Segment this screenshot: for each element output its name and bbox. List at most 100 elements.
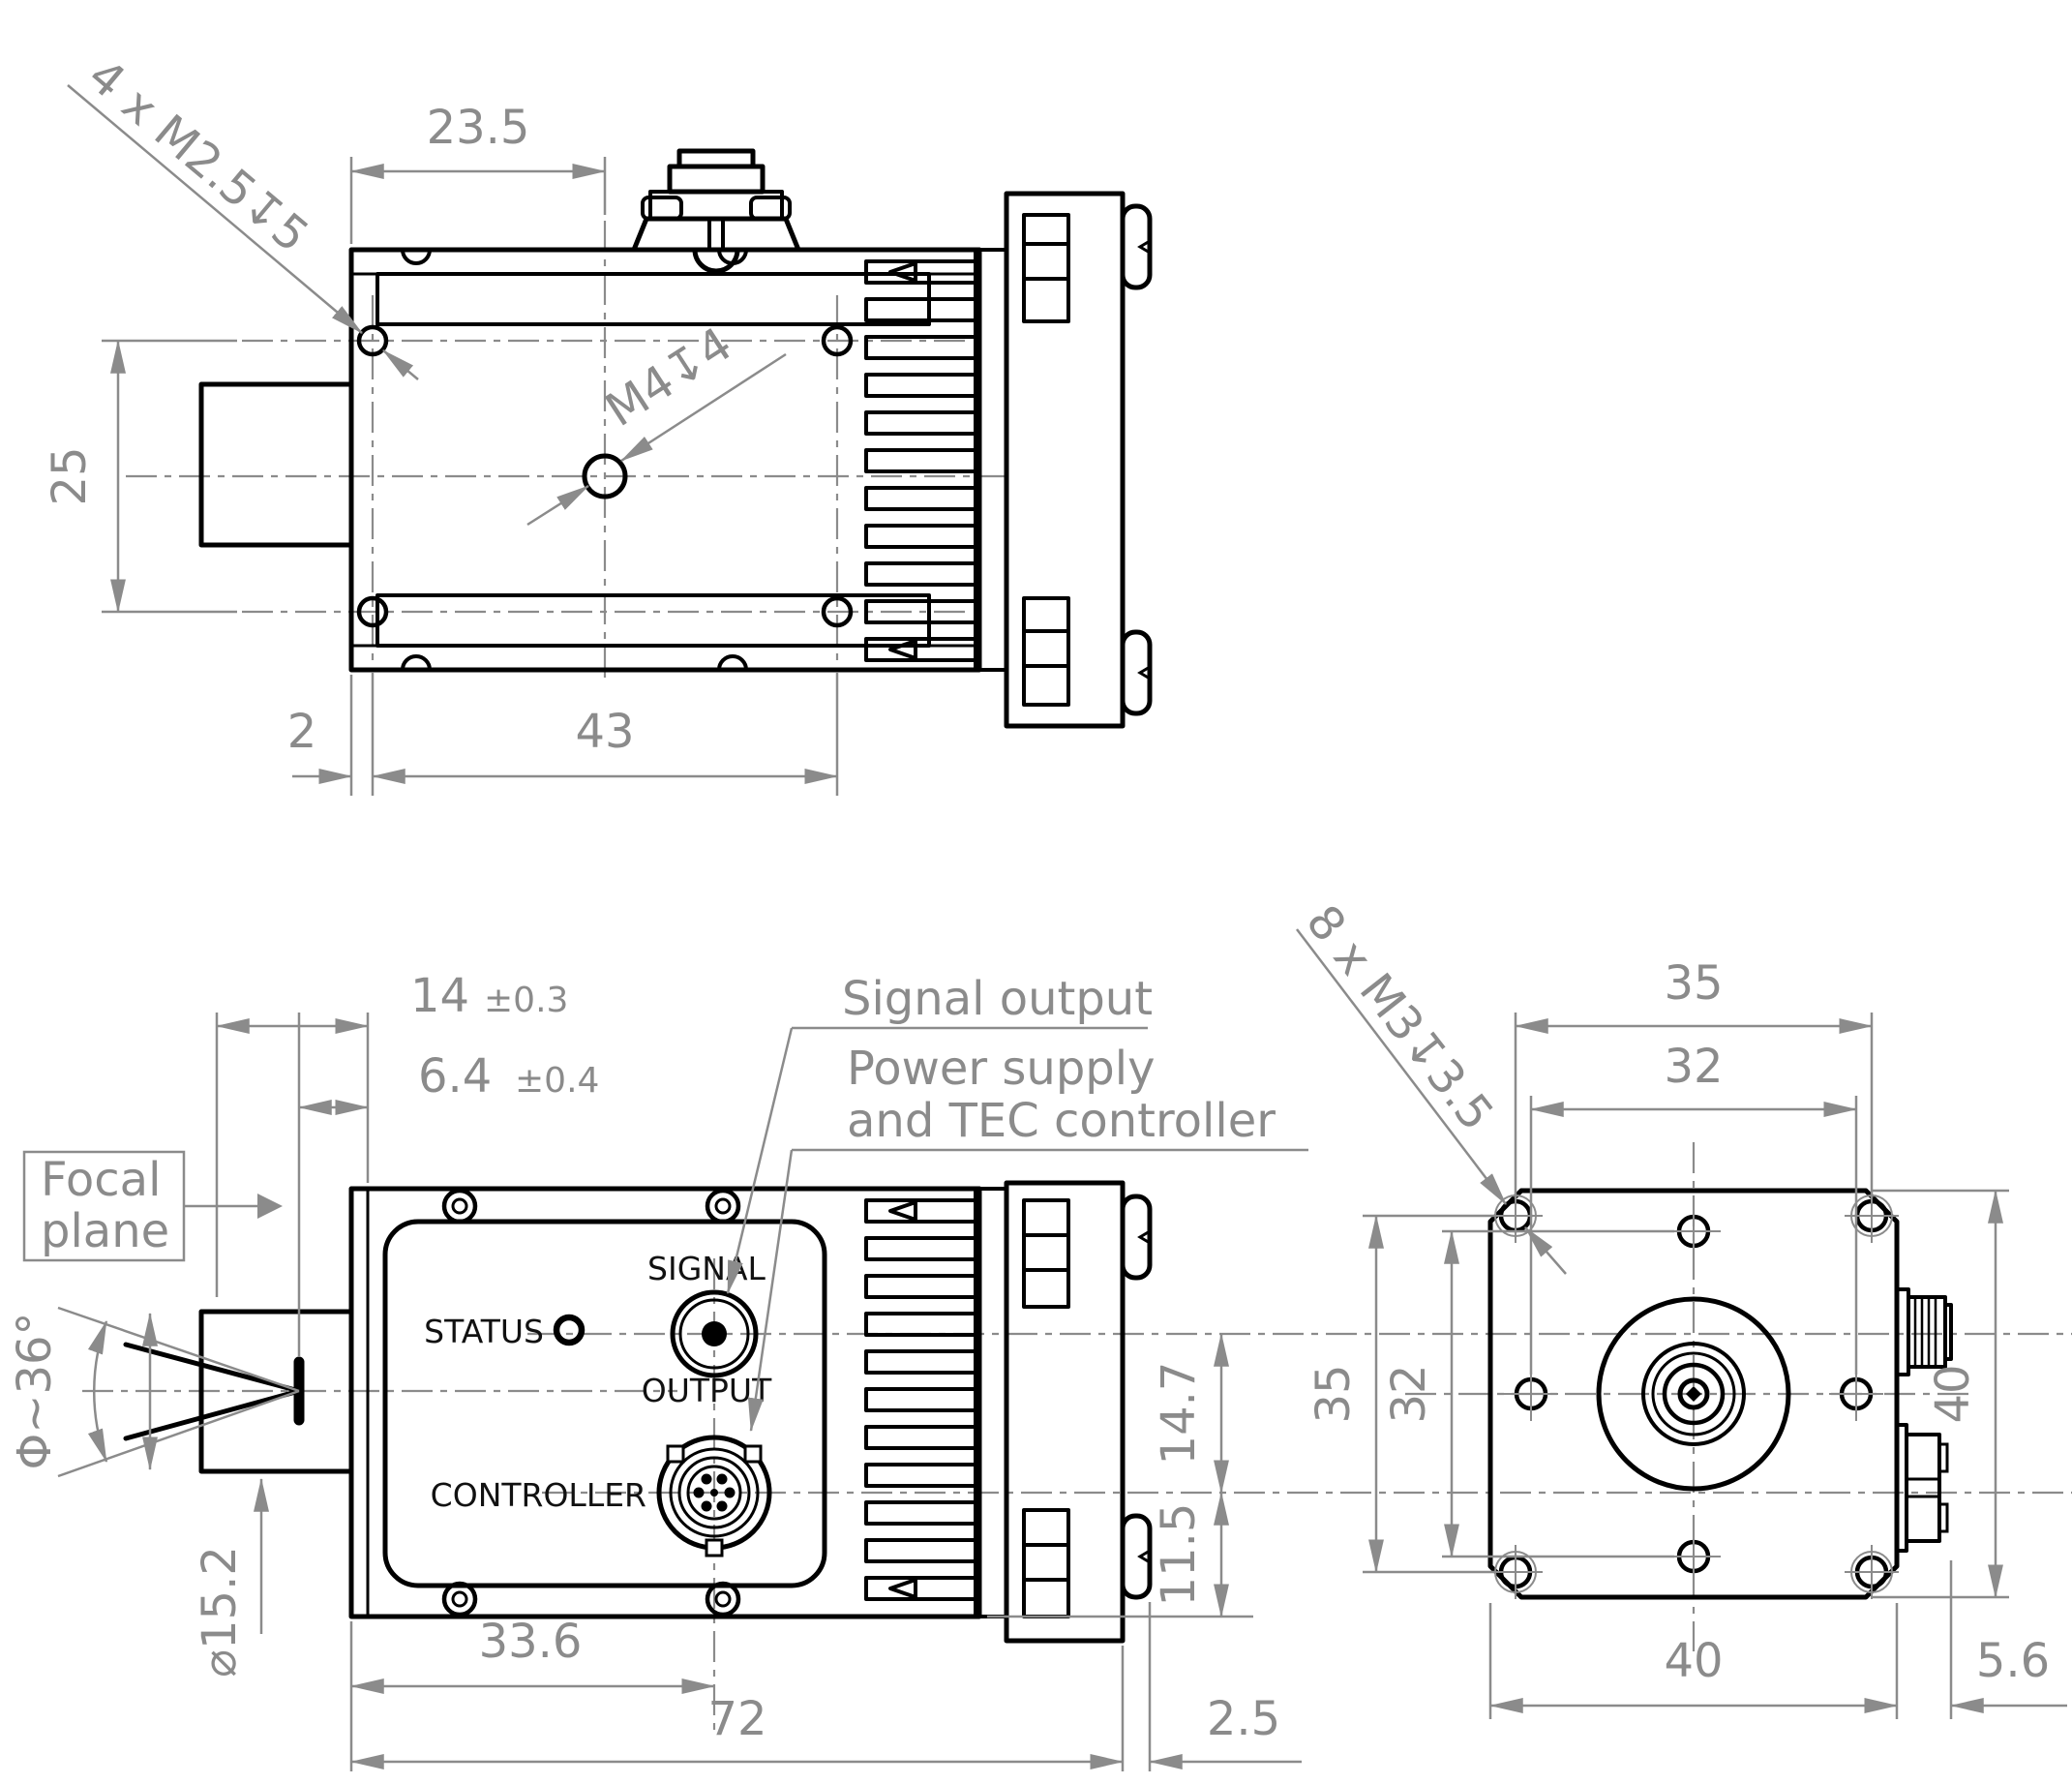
side-view-dimensions: Focal plane 14 ±0.3 6.4 ±0.4 Φ~36° ⌀15.2… [8,969,1308,1771]
m4-hole [582,453,628,499]
bayonet-notch [743,1444,763,1464]
controller-label: CONTROLLER [431,1476,646,1514]
side-view-centerlines [82,1258,2072,1733]
signal-connector [670,1289,759,1378]
mounting-hole [821,595,854,628]
leader-corner-thread-tail [382,349,419,380]
connector-cap [1943,1303,1953,1361]
thread-lines [1913,1297,1937,1367]
pin [701,1500,712,1512]
controller-ring [686,1465,742,1521]
connector-lines [1907,1477,1939,1498]
top-rail-plate [375,272,931,326]
connector-block [667,164,766,195]
dim-text-11-5: 11.5 [1152,1503,1206,1607]
top-view-part [198,148,1153,729]
mounting-bracket [977,191,1153,729]
leader-m3-tail [1524,1226,1567,1275]
pin [716,1500,728,1512]
connector-key [1937,1442,1949,1473]
mounting-hole [821,324,854,357]
dim-text-23-5: 23.5 [427,101,530,155]
aux-connector [1895,1423,1949,1553]
clamp-tab-notches [1137,239,1151,680]
heatsink-fins [864,1198,977,1601]
connector-boss [692,247,740,274]
side-view-part: STATUS SIGNAL OUTPUT CONTROLLER [123,1180,1153,1644]
connector-body [1905,1433,1941,1543]
dim-text-40-right: 40 [1926,1364,1980,1423]
screw-icon [705,1188,741,1225]
dim-text-32-left: 32 [1382,1364,1436,1423]
dim-text-5-6: 5.6 [1976,1634,2050,1688]
clamp-screw-slots [1022,1198,1070,1618]
top-connector [631,148,801,274]
fin-direction-icon [888,1200,917,1599]
fov-angle-arc [87,1319,108,1464]
center-aperture [1596,1296,1791,1492]
lens-core [1677,1377,1710,1410]
screw-icon [705,1581,741,1618]
connector-bump-right [749,196,792,221]
bracket-inner-plate [977,1187,1008,1618]
lens-mount-outer [1596,1296,1791,1492]
dim-text-25: 25 [43,446,97,505]
dim-tol-14: ±0.3 [484,981,568,1020]
connector-post [707,217,725,252]
mounting-bracket [977,1180,1153,1644]
fin-direction-icon [888,261,917,660]
thread-note-m4: M4↧4 [596,317,741,438]
bracket-outer-plate [1004,1180,1126,1644]
power-label-2: and TEC controller [847,1094,1276,1148]
thread-note-corner: 4 x M2.5↧5 [77,48,318,263]
connector-key [1937,1502,1949,1533]
rail-screw-notches [401,249,748,671]
dim-text-35-left: 35 [1306,1364,1361,1423]
power-leader [747,1149,794,1433]
connector-cap [676,148,756,169]
dim-text-fov: Φ~36° [8,1312,62,1469]
thread-note-m3: 8 x M3↧3.5 [1296,895,1504,1141]
controller-ring [669,1447,760,1538]
dim-text-35-top: 35 [1664,956,1723,1011]
focal-plane-text-2: plane [41,1204,169,1258]
side-view: STATUS SIGNAL OUTPUT CONTROLLER [8,969,2072,1771]
connector-bump-left [641,196,683,221]
signal-connector-ring [678,1298,750,1370]
dim-text-6-4: 6.4 [418,1049,492,1104]
leader-m3 [1296,928,1507,1205]
hole-centermarks [1488,1189,1899,1599]
focal-plane-text-1: Focal [41,1153,161,1207]
connector-flange [631,216,801,253]
threaded-connector [1895,1287,1953,1376]
top-view: 23.5 4 x M2.5↧5 M4↧4 25 2 43 [43,48,1153,796]
status-label: STATUS [424,1313,544,1350]
leader-m4-tail [526,484,590,527]
body-outline [348,247,982,673]
clamp-tab [1120,1513,1153,1600]
screw-drive [714,1197,732,1215]
leader-m4 [619,352,787,463]
dim-text-32-top: 32 [1664,1040,1723,1094]
screw-icon [441,1188,478,1225]
clamp-tab [1120,629,1153,716]
pin [701,1473,712,1485]
focal-plane-arrow-icon [257,1194,283,1219]
controller-connector [656,1435,772,1557]
screw-drive [451,1590,468,1608]
dim-text-aperture: ⌀15.2 [193,1546,247,1678]
lens-center-icon [1686,1386,1701,1402]
dim-tol-6-4: ±0.4 [515,1061,599,1101]
clamp-screw-slots [1022,213,1070,707]
bayonet-notch [705,1538,724,1557]
lens-ring [1662,1362,1726,1426]
bracket-outer-plate [1004,191,1126,729]
signal-connector-pin [702,1321,727,1346]
bracket-inner-plate [977,248,1008,672]
heatsink-fins [864,259,977,662]
leader-corner-thread [67,84,363,334]
dim-text-72: 72 [707,1692,766,1746]
controller-pins [693,1473,736,1512]
controller-ring [677,1456,751,1529]
